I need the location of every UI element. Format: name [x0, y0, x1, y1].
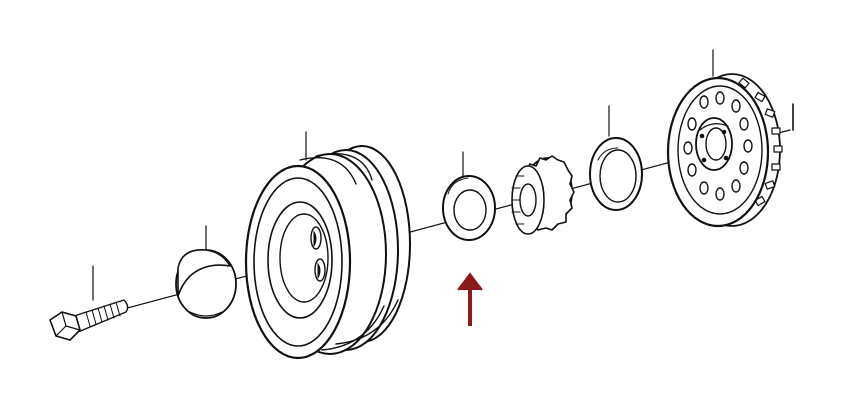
toothed-flywheel-hub [666, 73, 783, 228]
bolt [49, 299, 129, 341]
leader-lines [92, 49, 794, 301]
thrust-washer [442, 175, 496, 241]
center-cap [175, 249, 237, 319]
highlight-arrow [457, 272, 483, 326]
flat-washer [589, 137, 643, 211]
crankshaft-pulley [244, 145, 411, 360]
crankshaft-sprocket [511, 155, 575, 235]
